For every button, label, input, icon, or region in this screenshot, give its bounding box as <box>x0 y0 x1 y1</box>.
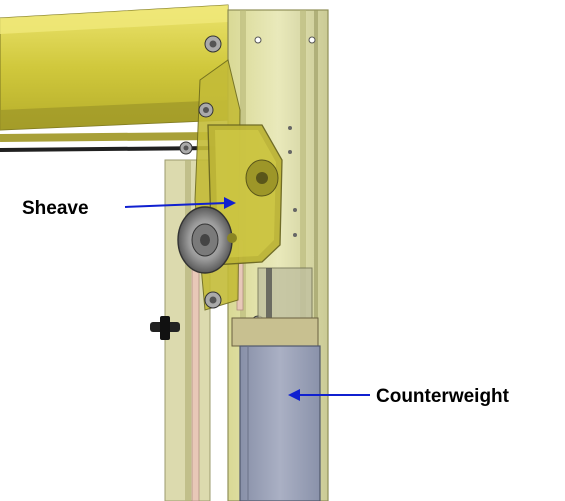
hex-bolt-icon <box>204 291 222 309</box>
post-hole-icon <box>293 233 297 237</box>
sheave-callout: Sheave <box>22 197 236 219</box>
hex-bolt-icon <box>204 35 222 53</box>
post-hole-icon <box>288 126 292 130</box>
post-hole-icon <box>254 36 262 44</box>
sheave-label: Sheave <box>22 198 89 219</box>
top-beam <box>0 4 229 152</box>
knob-icon <box>150 316 180 340</box>
post-hole-icon <box>308 36 316 44</box>
hex-bolt-icon <box>198 102 214 118</box>
hex-bolt-icon <box>179 141 193 155</box>
sheave-arrow-line <box>124 202 227 208</box>
sheave-wheel <box>177 159 279 274</box>
post-hole-icon <box>288 150 292 154</box>
counterweight-arrowhead-icon <box>288 389 300 401</box>
counterweight-callout: Counterweight <box>288 386 510 407</box>
post-hole-icon <box>293 208 297 212</box>
counterweight-label: Counterweight <box>376 386 510 407</box>
counterweight <box>231 267 321 501</box>
sheave-arrowhead-icon <box>224 197 236 209</box>
